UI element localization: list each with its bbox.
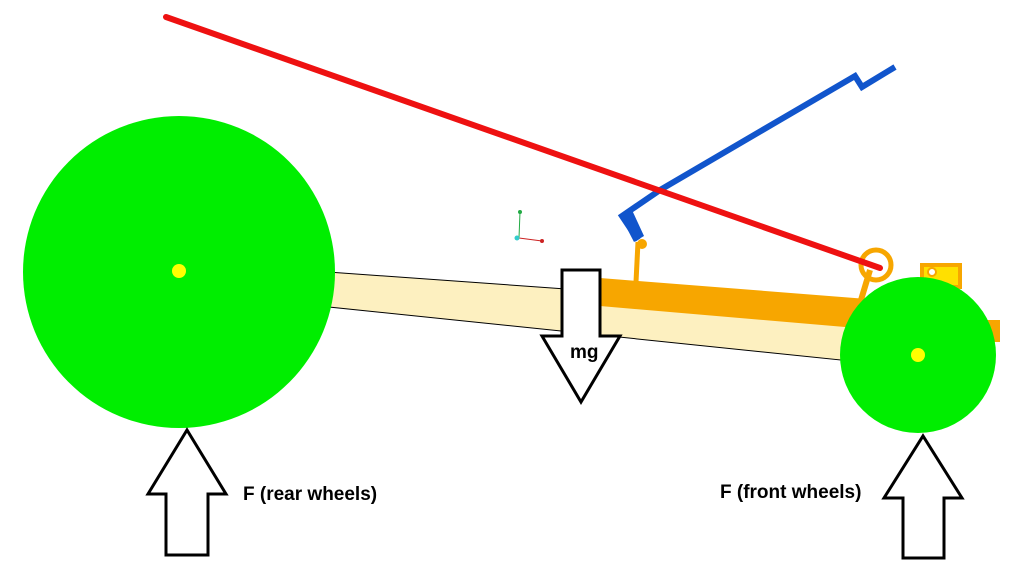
chassis-pivot [637, 239, 647, 249]
rear-wheel-hub [172, 264, 186, 278]
chassis-rail [600, 278, 880, 330]
red-line [163, 14, 883, 271]
front-wheel-force-arrow [881, 433, 965, 560]
coordinate-axes-icon [514, 210, 544, 243]
front-eyelet [858, 247, 894, 283]
blue-handle-clamp [620, 210, 644, 242]
weight-force-arrow [539, 268, 623, 405]
blue-handle [617, 64, 897, 242]
front-force-label: F (front wheels) [720, 482, 861, 503]
front-bracket-hole [927, 267, 937, 277]
weight-label: mg [570, 342, 599, 363]
rear-force-label: F (rear wheels) [243, 484, 377, 505]
chassis-upright [633, 241, 641, 283]
front-wheel-hub [911, 348, 925, 362]
rear-wheel-force-arrow [145, 427, 229, 557]
